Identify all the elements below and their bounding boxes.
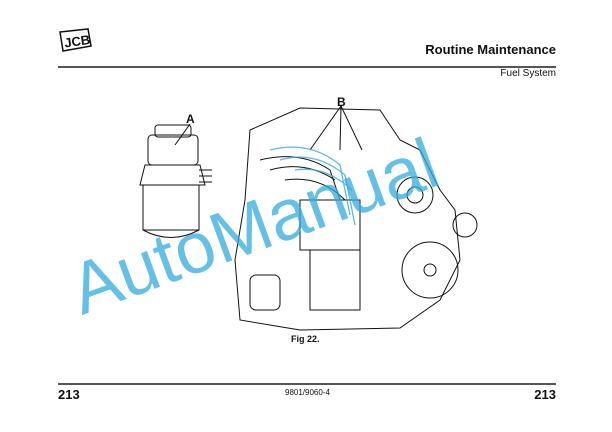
label-b: B xyxy=(337,95,346,109)
footer-divider xyxy=(58,383,556,385)
page-number-left: 213 xyxy=(58,387,80,402)
jcb-logo: JCB xyxy=(59,28,92,52)
section-title: Routine Maintenance xyxy=(425,42,556,57)
header-divider xyxy=(58,66,556,68)
section-subtitle: Fuel System xyxy=(500,68,556,79)
document-number: 9801/9060-4 xyxy=(285,388,330,397)
label-a: A xyxy=(186,112,195,126)
figure-caption: Fig 22. xyxy=(291,334,320,344)
svg-text:JCB: JCB xyxy=(63,32,91,50)
page-number-right: 213 xyxy=(534,387,556,402)
